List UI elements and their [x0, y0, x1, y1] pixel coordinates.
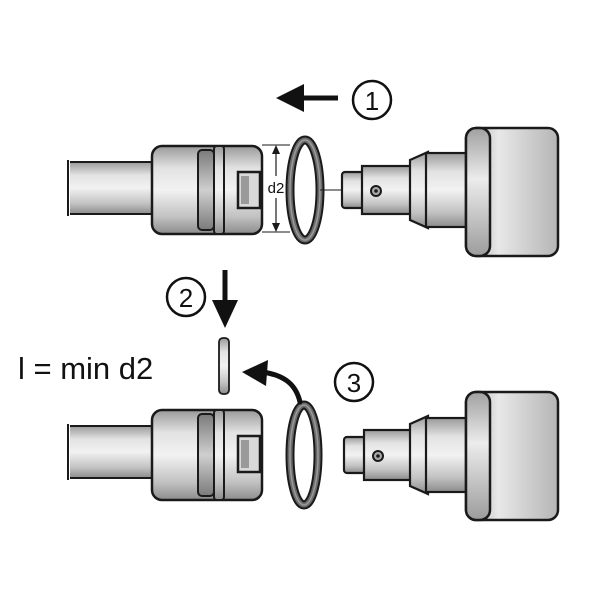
square-drive-anvil [342, 414, 430, 496]
bottom-assembly [66, 390, 560, 522]
svg-text:1: 1 [365, 86, 379, 116]
retaining-pin [218, 337, 230, 395]
step-marker-3: 3 [333, 361, 375, 403]
square-drive-anvil [340, 150, 430, 230]
arrow-down-icon [212, 270, 238, 328]
step-marker-1: 1 [351, 79, 393, 121]
pin-length-label: l = min d2 [18, 351, 153, 386]
step-marker-2: 2 [165, 276, 207, 318]
socket-body [150, 408, 264, 502]
curved-arrow-icon [242, 360, 303, 405]
extension-shaft [67, 161, 159, 215]
o-ring [285, 135, 325, 245]
socket-body [150, 144, 264, 236]
dimension-label: d2 [268, 180, 285, 197]
arrow-left-icon [276, 84, 338, 112]
o-ring [285, 400, 323, 510]
tool-head [464, 126, 560, 258]
svg-text:3: 3 [347, 368, 361, 398]
extension-shaft [67, 425, 159, 479]
tool-head [464, 390, 560, 522]
d2-dimension: d2 [262, 144, 290, 233]
svg-text:2: 2 [179, 283, 193, 313]
top-assembly: d2 [66, 126, 560, 258]
